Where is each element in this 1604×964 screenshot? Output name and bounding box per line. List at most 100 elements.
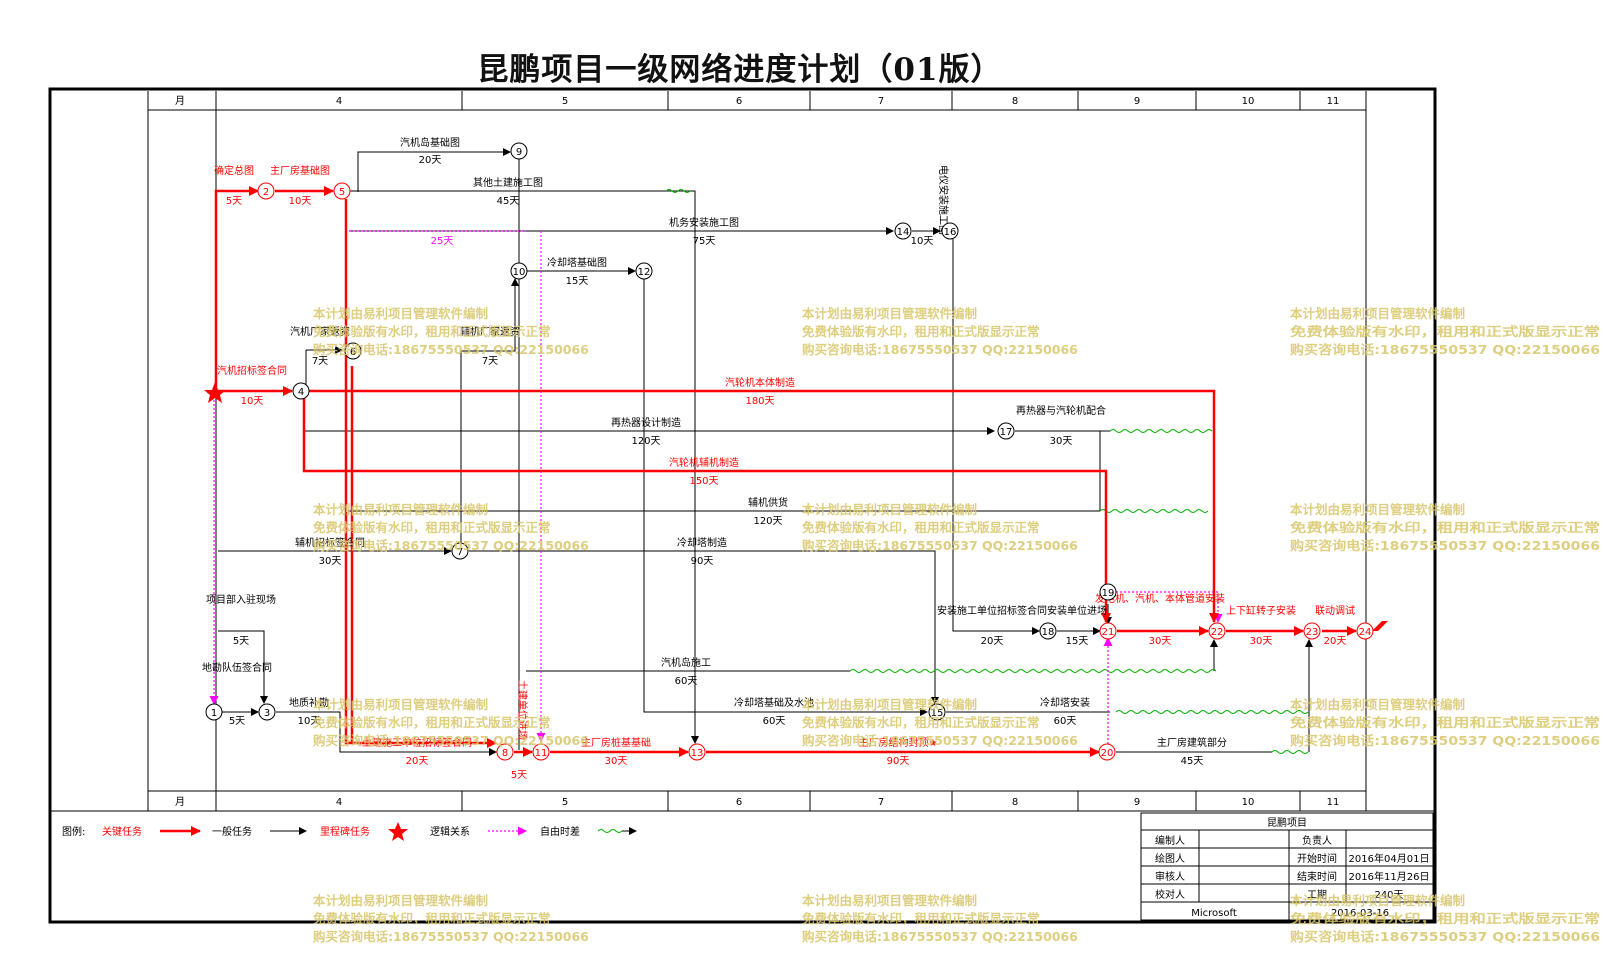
watermark-block: 本计划由易利项目管理软件编制 免费体验版有水印，租用和正式版显示正常 购买咨询电…	[1290, 697, 1600, 748]
watermark-block: 本计划由易利项目管理软件编制 免费体验版有水印，租用和正式版显示正常 购买咨询电…	[1290, 306, 1600, 357]
node: 9	[510, 142, 528, 160]
task-name: 其他土建施工图	[473, 176, 543, 189]
task-duration: 10天	[298, 716, 321, 727]
timescale-bottom: 月 4 5 6 7 8 9 10 11	[50, 790, 1435, 812]
month-label: 6	[736, 96, 742, 107]
watermark-line: 免费体验版有水印，租用和正式版显示正常	[1290, 715, 1600, 730]
task-name: 汽机岛基础图	[400, 136, 460, 149]
info-cell: 审核人	[1155, 870, 1185, 883]
watermark-line: 购买咨询电话:18675550537 QQ:22150066	[802, 929, 1078, 944]
watermark-line: 购买咨询电话:18675550537 QQ:22150066	[802, 538, 1078, 553]
watermark-line: 购买咨询电话:18675550537 QQ:22150066	[1290, 538, 1600, 553]
node: 16	[941, 222, 959, 240]
node: 4	[292, 382, 310, 400]
node-id: 6	[350, 347, 356, 358]
legend-label: 图例:	[62, 825, 85, 838]
task-duration: 20天	[406, 756, 429, 767]
node-id: 15	[931, 708, 944, 719]
month-label: 7	[878, 96, 884, 107]
legend-item-logic: 逻辑关系	[430, 825, 470, 838]
task-name: 联动调试	[1315, 604, 1355, 617]
task-duration: 20天	[419, 155, 442, 166]
task-name: 冷却塔安装	[1040, 696, 1090, 709]
task-name: 土建单位进场	[516, 680, 529, 740]
watermark-line: 购买咨询电话:18675550537 QQ:22150066	[802, 733, 1078, 748]
watermark-line: 购买咨询电话:18675550537 QQ:22150066	[313, 538, 589, 553]
task-name: 确定总图	[214, 164, 254, 177]
task-duration: 60天	[675, 676, 698, 687]
task-duration: 20天	[981, 636, 1004, 647]
page-title: 昆鹏项目一级网络进度计划（01版）	[477, 52, 1003, 88]
watermark-block: 本计划由易利项目管理软件编制 免费体验版有水印，租用和正式版显示正常 购买咨询电…	[802, 306, 1078, 357]
task-labels: 确定总图 5天 主厂房基础图 10天 汽机岛基础图 20天 其他土建施工图 4 5…	[202, 136, 1355, 781]
watermark-block: 本计划由易利项目管理软件编制 免费体验版有水印，租用和正式版显示正常 购买咨询电…	[1290, 502, 1600, 553]
task-name: 辅机厂家返资	[460, 325, 520, 338]
node: 19	[1099, 583, 1117, 601]
node-id: 13	[691, 748, 704, 759]
task-duration: 180天	[745, 396, 774, 407]
task-duration: 90天	[691, 556, 714, 567]
task-duration: 30天	[1050, 436, 1073, 447]
free-float-lines	[665, 189, 1309, 754]
task-duration: 7天	[312, 356, 328, 367]
watermark-block: 本计划由易利项目管理软件编制 免费体验版有水印，租用和正式版显示正常 购买咨询电…	[802, 502, 1078, 553]
watermark-line: 本计划由易利项目管理软件编制	[802, 893, 977, 908]
task-duration: 15天	[1066, 636, 1089, 647]
watermark-block: 本计划由易利项目管理软件编制 免费体验版有水印，租用和正式版显示正常 购买咨询电…	[313, 306, 589, 357]
task-name: 辅机供货	[748, 496, 788, 509]
watermark-line: 本计划由易利项目管理软件编制	[313, 697, 488, 712]
node: 11	[532, 743, 550, 761]
watermark-line: 购买咨询电话:18675550537 QQ:22150066	[313, 342, 589, 357]
watermark-line: 免费体验版有水印，租用和正式版显示正常	[313, 715, 551, 730]
watermark-line: 免费体验版有水印，租用和正式版显示正常	[802, 715, 1040, 730]
legend-item-float: 自由时差	[540, 825, 580, 838]
info-cell: 开始时间	[1297, 852, 1337, 865]
task-duration: 150天	[689, 476, 718, 487]
node: 7	[451, 542, 469, 560]
task-name: 安装施工单位招标签合同	[937, 604, 1047, 617]
task-name: 汽机招标签合同	[217, 364, 287, 377]
task-name: 再热器与汽轮机配合	[1016, 404, 1106, 417]
node-id: 16	[944, 227, 957, 238]
node-id: 7	[457, 547, 463, 558]
watermark-block: 本计划由易利项目管理软件编制 免费体验版有水印，租用和正式版显示正常 购买咨询电…	[313, 502, 589, 553]
task-name: 冷却塔基础图	[547, 256, 607, 269]
legend-item-milestone: 里程碑任务	[320, 825, 370, 838]
watermark-block: 本计划由易利项目管理软件编制 免费体验版有水印，租用和正式版显示正常 购买咨询电…	[1290, 893, 1600, 944]
watermark-line: 免费体验版有水印，租用和正式版显示正常	[802, 324, 1040, 339]
month-label: 8	[1012, 96, 1018, 107]
month-label: 5	[562, 797, 568, 808]
node-id: 11	[535, 748, 548, 759]
node-id: 24	[1359, 627, 1372, 638]
node-id: 1	[211, 708, 217, 719]
node-id: 23	[1306, 627, 1319, 638]
month-label: 11	[1327, 797, 1340, 808]
logic-arrows	[209, 230, 1223, 752]
month-label: 4	[336, 797, 342, 808]
node: 18	[1039, 622, 1057, 640]
month-label: 4	[336, 96, 342, 107]
legend: 图例: 关键任务 一般任务 里程碑任务 逻辑关系 自由时差	[62, 822, 637, 841]
end-flag-icon	[1372, 621, 1388, 631]
node: 5	[333, 182, 351, 200]
watermark-line: 免费体验版有水印，租用和正式版显示正常	[802, 911, 1040, 926]
info-cell: 校对人	[1155, 888, 1185, 901]
task-duration: 5天	[226, 196, 242, 207]
watermark-block: 本计划由易利项目管理软件编制 免费体验版有水印，租用和正式版显示正常 购买咨询电…	[313, 697, 589, 748]
node-id: 3	[264, 708, 270, 719]
critical-arrows	[214, 186, 1357, 757]
info-cell: 2016年11月26日	[1349, 870, 1430, 883]
watermark-line: 本计划由易利项目管理软件编制	[802, 502, 977, 517]
task-name: 项目部入驻现场	[206, 593, 276, 606]
task-duration: 5天	[511, 770, 527, 781]
task-duration: 30天	[605, 756, 628, 767]
task-duration: 30天	[1149, 636, 1172, 647]
node: 21	[1099, 622, 1117, 640]
legend-item-normal: 一般任务	[212, 825, 252, 838]
task-name: 汽机厂家返资	[290, 325, 350, 338]
task-duration: 10天	[289, 196, 312, 207]
task-name: 再热器设计制造	[611, 416, 681, 429]
task-name: 主厂房基础图	[270, 164, 330, 177]
watermark-line: 本计划由易利项目管理软件编制	[1290, 697, 1465, 712]
info-project: 昆鹏项目	[1267, 816, 1307, 829]
